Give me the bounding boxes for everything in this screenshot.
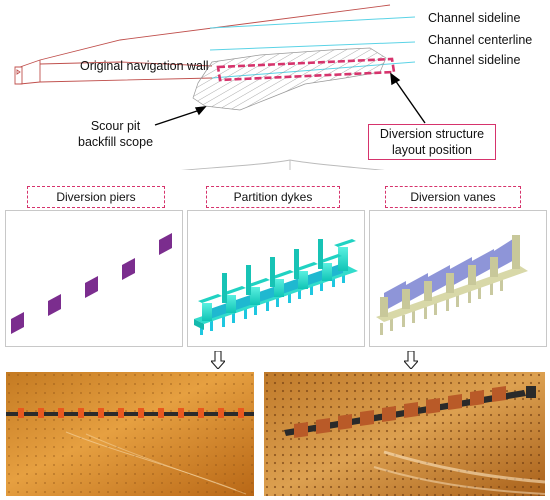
- diversion-line1: Diversion structure: [379, 126, 485, 141]
- scour-pit-area: [192, 47, 387, 111]
- category-diversion-piers: Diversion piers: [27, 186, 165, 208]
- label-original-navigation-wall: Original navigation wall: [80, 59, 209, 73]
- callout-arrows: [154, 72, 426, 126]
- pier-1: [11, 312, 24, 334]
- connector-lines: [180, 159, 385, 170]
- photo-diversion-vanes-model: [264, 372, 545, 496]
- vanes-illustration: [376, 235, 528, 335]
- scour-pit-line2: backfill scope: [78, 135, 154, 150]
- diversion-structure-box: Diversion structure layout position: [368, 124, 496, 160]
- pier-2: [48, 294, 61, 316]
- panel-diversion-vanes: [369, 210, 547, 347]
- label-scour-pit: Scour pit backfill scope: [78, 118, 153, 151]
- down-arrow-icon: [404, 351, 418, 369]
- panel-diversion-piers: [5, 210, 183, 347]
- category-partition-dykes: Partition dykes: [206, 186, 340, 208]
- label-channel-centerline: Channel centerline: [428, 33, 533, 47]
- dykes-illustration: [194, 239, 358, 335]
- scour-pit-line1: Scour pit: [90, 119, 141, 133]
- down-arrow-icon: [211, 351, 225, 369]
- category-diversion-vanes: Diversion vanes: [385, 186, 521, 208]
- panel-partition-dykes: [187, 210, 365, 347]
- pier-4: [122, 258, 135, 280]
- diversion-line2: layout position: [392, 143, 472, 157]
- pier-3: [85, 276, 98, 298]
- diversion-highlight-rect: [216, 57, 396, 82]
- plan-view-drawing: [14, 4, 426, 170]
- pier-5: [159, 233, 172, 255]
- label-channel-sideline-bottom: Channel sideline: [428, 53, 521, 67]
- photo-partition-dykes-model: [6, 372, 254, 496]
- label-channel-sideline-top: Channel sideline: [428, 11, 521, 25]
- piers-illustration: [11, 233, 172, 334]
- navigation-wall-outline: [14, 4, 391, 85]
